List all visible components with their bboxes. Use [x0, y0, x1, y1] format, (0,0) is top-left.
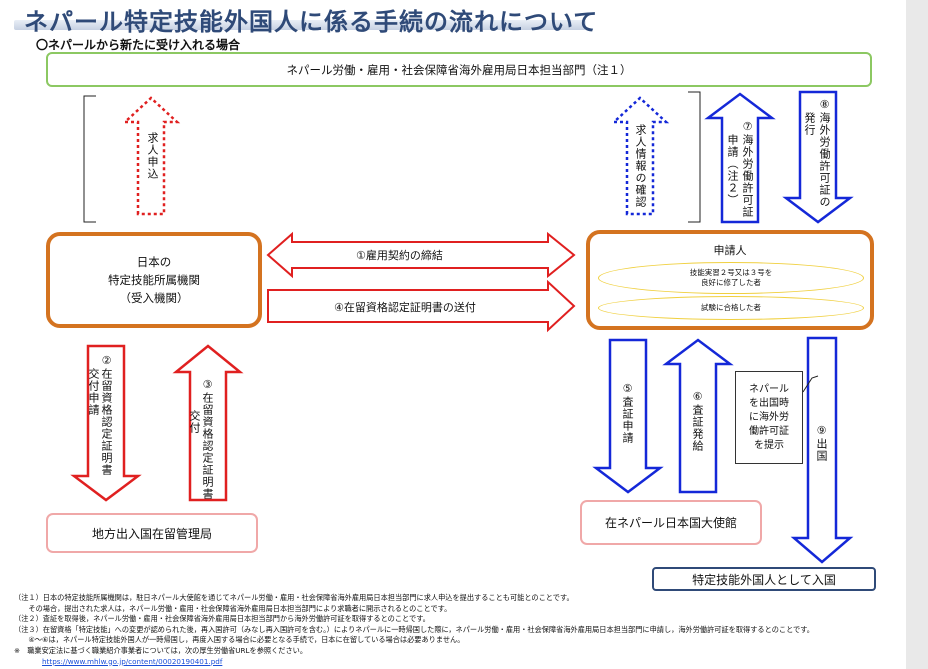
step5-label: 査証申請 — [621, 396, 634, 444]
condition-ellipse-2: 試験に合格した者 — [598, 296, 864, 320]
step3-arrow — [172, 344, 244, 502]
applicant-box: 申請人 技能実習２号又は３号を 良好に修了した者 試験に合格した者 — [586, 230, 874, 330]
right-scroll-edge — [906, 0, 928, 669]
step4-label: ④在留資格認定証明書の送付 — [334, 301, 476, 314]
title-underline — [14, 20, 586, 30]
step3-label: 在留資格認定証明書 — [201, 392, 214, 500]
step7-label: 海外労働許可証 — [741, 134, 754, 218]
note-1b: その場合，提出された求人は，ネパール労働・雇用・社会保障省海外雇用局日本担当部門… — [14, 603, 452, 613]
departure-notice-box: ネパール を出国時 に海外労 働許可証 を提示 — [735, 371, 803, 464]
applicant-label: 申請人 — [713, 244, 747, 257]
left-bracket — [83, 95, 96, 223]
step7-sub: 申請（注２） — [726, 134, 739, 206]
step8-label: 海外労働許可証の — [818, 112, 831, 208]
step2-sub: 交付申請 — [87, 368, 100, 416]
step1-arrow — [266, 231, 576, 279]
section-subtitle: 〇ネパールから新たに受け入れる場合 — [36, 38, 241, 52]
condition1-line2: 良好に修了した者 — [701, 278, 761, 287]
job-offer-arrow — [121, 96, 181, 216]
step7-num: ⑦ — [741, 120, 754, 134]
embassy-box: 在ネパール日本国大使館 — [580, 500, 762, 545]
job-offer-label: 求人申込 — [146, 132, 159, 180]
step9-arrow — [790, 336, 854, 564]
step5-arrow — [592, 338, 664, 494]
condition-ellipse-1: 技能実習２号又は３号を 良好に修了した者 — [598, 262, 864, 294]
step9-label: 出国 — [815, 438, 828, 462]
step4-arrow — [267, 279, 576, 333]
step7-arrow — [704, 92, 776, 224]
step6-label: 査証発給 — [691, 404, 704, 452]
condition1-line1: 技能実習２号又は３号を — [689, 268, 773, 277]
step2-arrow — [70, 344, 142, 502]
japan-organization-box: 日本の 特定技能所属機関 （受入機関） — [46, 232, 262, 328]
step6-num: ⑥ — [691, 390, 704, 404]
step5-num: ⑤ — [621, 382, 634, 396]
notice-pointer — [802, 375, 819, 393]
notice-text: ネパール を出国時 に海外労 働許可証 を提示 — [749, 383, 789, 451]
right-bracket — [688, 91, 701, 223]
step1-label: ①雇用契約の締結 — [356, 249, 443, 262]
reference-link[interactable]: https://www.mhlw.go.jp/content/000201904… — [42, 656, 223, 666]
immigration-bureau-box: 地方出入国在留管理局 — [46, 513, 258, 553]
ministry-box: ネパール労働・雇用・社会保障省海外雇用局日本担当部門（注１） — [46, 52, 872, 87]
note-3b: ④～⑥は，ネパール特定技能外国人が一時帰国し，再度入国する場合に必要となる手続で… — [14, 635, 465, 645]
step8-sub: 発行 — [803, 112, 816, 136]
org-line2: 特定技能所属機関 — [108, 273, 200, 287]
page-title: ネパール特定技能外国人に係る手続の流れについて — [24, 8, 599, 36]
note-3: （注３）在留資格「特定技能」への変更が認められた後，再入国許可（みなし再入国許可… — [14, 624, 814, 634]
step2-num: ② — [100, 354, 113, 368]
note-reference: ※ 職業安定法に基づく職業紹介事業者については，次の厚生労働省URLを参照くださ… — [14, 645, 308, 655]
step3-num: ③ — [201, 378, 214, 392]
job-info-confirm-label: 求人情報の確認 — [634, 124, 647, 208]
step6-arrow — [662, 338, 734, 494]
step3-sub: 交付 — [188, 410, 201, 434]
note-2: （注２）査証を取得後，ネパール労働・雇用・社会保障省海外雇用局日本担当部門から海… — [14, 614, 430, 624]
step8-num: ⑧ — [818, 98, 831, 112]
org-line3: （受入機関） — [119, 291, 189, 305]
note-1: （注１）日本の特定技能所属機関は，駐日ネパール大使館を通じてネパール労働・雇用・… — [14, 593, 574, 602]
job-info-confirm-arrow — [610, 96, 670, 216]
entry-box: 特定技能外国人として入国 — [652, 567, 876, 591]
footnotes: （注１）日本の特定技能所属機関は，駐日ネパール大使館を通じてネパール労働・雇用・… — [14, 593, 924, 667]
step2-label: 在留資格認定証明書 — [100, 368, 113, 476]
step8-arrow — [782, 90, 854, 224]
step9-num: ⑨ — [815, 424, 828, 438]
org-line1: 日本の — [136, 255, 172, 269]
